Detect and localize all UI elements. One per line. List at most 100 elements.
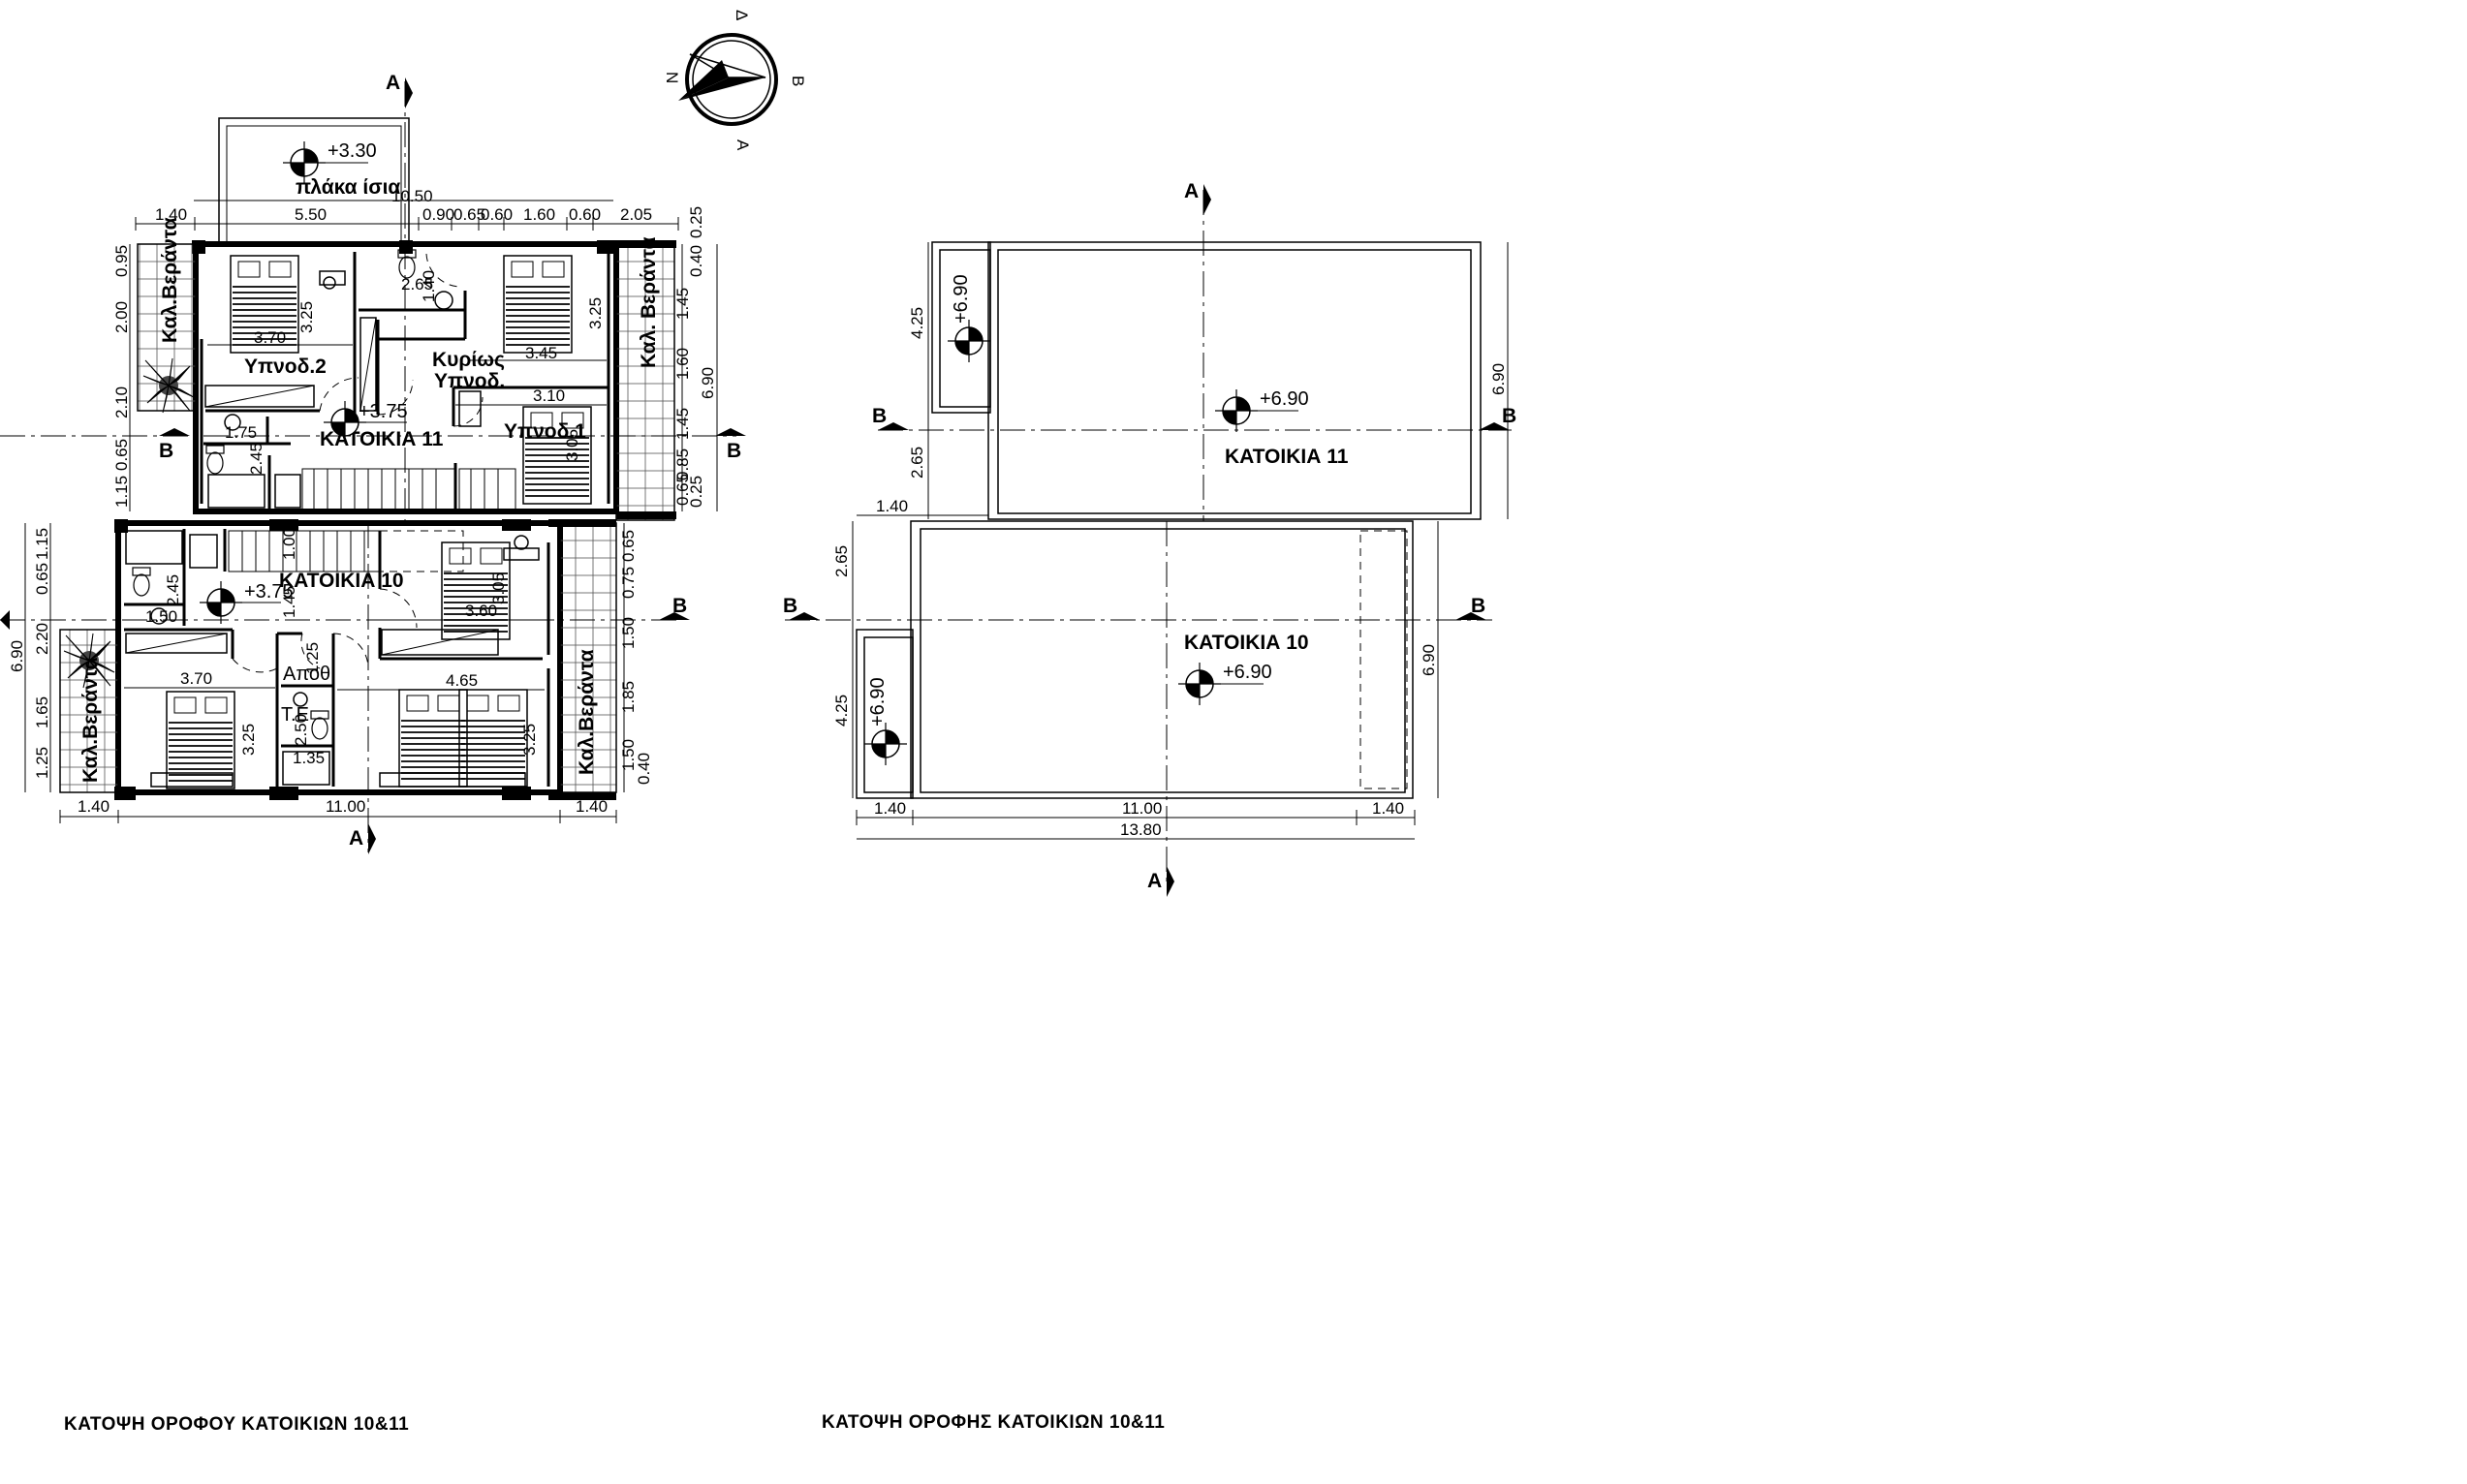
dim-right-j: 0.75 bbox=[619, 567, 638, 599]
unit10-level: +3.75 bbox=[244, 581, 294, 603]
veranda-right-10 bbox=[559, 522, 617, 793]
wc-label: Τ.Ε bbox=[281, 704, 309, 726]
toilet-icon bbox=[205, 445, 225, 475]
roof-unit11-outline bbox=[987, 241, 1482, 520]
section-b-right-2: B bbox=[672, 595, 687, 617]
dim-right-a: 0.25 bbox=[687, 206, 705, 238]
roof-plan-title: ΚΑΤΟΨΗ ΟΡΟΦΗΣ ΚΑΤΟΙΚΙΩΝ 10&11 bbox=[822, 1412, 1165, 1433]
dim-bottom-mid: 11.00 bbox=[326, 797, 365, 816]
veranda-left-11-label: Καλ.Βεράντα bbox=[159, 217, 181, 343]
dim-left-c: 2.10 bbox=[112, 386, 131, 418]
roof-dim-left-mid: 2.65 bbox=[908, 447, 926, 479]
dim-u10-r1h: 3.05 bbox=[489, 572, 508, 604]
compass-icon: N B Δ A bbox=[663, 10, 807, 151]
roof-plan: +6.90 +6.90 ΚΑΤΟΙΚΙΑ 11 +6.90 +6.90 ΚΑΤΟ… bbox=[783, 180, 1516, 1433]
dim-u10-bathw: 1.50 bbox=[145, 607, 177, 626]
roof-dim-left-mid2: 2.65 bbox=[832, 545, 851, 577]
dim-u10-r1w: 3.60 bbox=[465, 602, 497, 620]
roof-section-a-top: A bbox=[1184, 180, 1199, 202]
roof-u10-small-level: +6.90 bbox=[867, 677, 889, 727]
dim-left-total: 6.90 bbox=[8, 640, 26, 672]
dim-top-6: 1.60 bbox=[523, 205, 555, 224]
roof-unit11-overhang bbox=[931, 241, 991, 414]
dim-u11-w1: 3.70 bbox=[254, 328, 286, 347]
dim-left-a: 0.95 bbox=[112, 245, 131, 277]
toilet-icon bbox=[310, 710, 329, 740]
roof-dim-bottom-total: 13.80 bbox=[1120, 820, 1162, 839]
dim-top-5: 0.60 bbox=[481, 205, 513, 224]
roof-slab-label: πλάκα ίσια bbox=[296, 176, 400, 199]
dim-u10-st: 1.00 bbox=[280, 528, 298, 560]
storage-label: Αποθ. bbox=[283, 664, 336, 685]
roof-u10-name: ΚΑΤΟΙΚΙΑ 10 bbox=[1184, 632, 1309, 654]
dim-left-f: 1.15 bbox=[33, 528, 51, 560]
roof-section-b-right-2: B bbox=[1471, 595, 1485, 617]
roof-slab-level: +3.30 bbox=[328, 140, 377, 162]
unit11-level: +3.75 bbox=[359, 401, 408, 422]
bed-icon bbox=[398, 689, 468, 788]
bedroom2-label: Υπνοδ.2 bbox=[244, 356, 327, 378]
roof-section-b-left: B bbox=[872, 405, 887, 427]
dim-u10-wch: 2.50 bbox=[292, 714, 310, 746]
section-a-bottom: A bbox=[349, 827, 363, 850]
dim-left-i: 1.65 bbox=[33, 696, 51, 728]
master-bedroom-label-2: Υπνοδ. bbox=[434, 370, 505, 392]
dim-u11-bathh: 2.45 bbox=[247, 443, 265, 475]
dim-total-top: 10.50 bbox=[391, 187, 433, 205]
dim-right-g: 0.65 bbox=[673, 474, 692, 506]
dim-right-h: 0.25 bbox=[687, 476, 705, 508]
level-mark-icon bbox=[947, 319, 991, 363]
dim-right-f: 0.85 bbox=[673, 448, 692, 480]
dim-left-j: 1.25 bbox=[33, 747, 51, 779]
dim-u10-b2w: 4.65 bbox=[446, 671, 478, 690]
dim-right-d: 1.60 bbox=[673, 348, 692, 380]
dim-left-g: 0.65 bbox=[33, 563, 51, 595]
dim-u11-h1: 3.25 bbox=[297, 301, 316, 333]
dim-right-n: 0.40 bbox=[635, 753, 653, 785]
dim-u10-bh: 3.25 bbox=[239, 724, 258, 756]
dim-bottom-left: 1.40 bbox=[78, 797, 109, 816]
veranda-right-11-label: Καλ. Βεράντα bbox=[638, 237, 660, 368]
roof-dim-right-top: 6.90 bbox=[1489, 363, 1508, 395]
section-b-right: B bbox=[727, 440, 741, 462]
dim-u10-sth: 1.25 bbox=[303, 642, 322, 674]
bed-icon bbox=[166, 691, 235, 789]
veranda-right-10-label: Καλ.Βεράντα bbox=[576, 649, 598, 775]
roof-section-b-left-2: B bbox=[783, 595, 797, 617]
roof-dim-left-bot: 4.25 bbox=[832, 695, 851, 727]
dim-u10-b2h: 3.25 bbox=[520, 724, 539, 756]
dim-u11-bathw: 1.75 bbox=[225, 423, 257, 442]
dim-u10-bathh: 2.45 bbox=[164, 574, 182, 606]
master-bedroom-label-1: Κυρίως bbox=[432, 349, 505, 371]
dim-right-k: 1.50 bbox=[619, 617, 638, 649]
toilet-icon bbox=[132, 567, 151, 597]
roof-dim-overhang: 1.40 bbox=[876, 497, 908, 515]
roof-unit10-outline bbox=[910, 520, 1414, 799]
dim-u10-st2: 1.45 bbox=[280, 586, 298, 618]
roof-dim-bottom-left: 1.40 bbox=[874, 799, 906, 818]
unit10-name: ΚΑΤΟΙΚΙΑ 10 bbox=[279, 570, 404, 592]
roof-dim-bottom-right: 1.40 bbox=[1372, 799, 1404, 818]
dim-left-b: 2.00 bbox=[112, 301, 131, 333]
compass-north: N bbox=[663, 72, 681, 83]
section-a-top: A bbox=[386, 72, 400, 94]
dim-right-e: 1.45 bbox=[673, 408, 692, 440]
dim-top-3: 0.90 bbox=[422, 205, 454, 224]
roof-section-b-right: B bbox=[1502, 405, 1516, 427]
dim-u10-bw: 3.70 bbox=[180, 669, 212, 688]
dim-left-d: 0.65 bbox=[112, 439, 131, 471]
dim-right-i: 0.65 bbox=[619, 530, 638, 562]
section-b-left: B bbox=[159, 440, 173, 462]
dim-top-8: 2.05 bbox=[620, 205, 652, 224]
roof-u10-level: +6.90 bbox=[1223, 662, 1272, 683]
dim-right-c: 1.45 bbox=[673, 288, 692, 320]
veranda-left-10-label: Καλ.Βεράντα bbox=[79, 657, 102, 783]
floor-plan: +3.30 πλάκα ίσια 10.50 1.40 5.50 0.90 0.… bbox=[0, 72, 746, 1435]
dim-u11-b1h: 3.05 bbox=[563, 429, 581, 461]
dim-right-l: 1.85 bbox=[619, 681, 638, 713]
compass-south: A bbox=[734, 139, 752, 151]
dim-top-7: 0.60 bbox=[569, 205, 601, 224]
dim-right-b: 0.40 bbox=[687, 245, 705, 277]
floor-plan-title: ΚΑΤΟΨΗ ΟΡΟΦΟΥ ΚΑΤΟΙΚΙΩΝ 10&11 bbox=[64, 1414, 409, 1435]
